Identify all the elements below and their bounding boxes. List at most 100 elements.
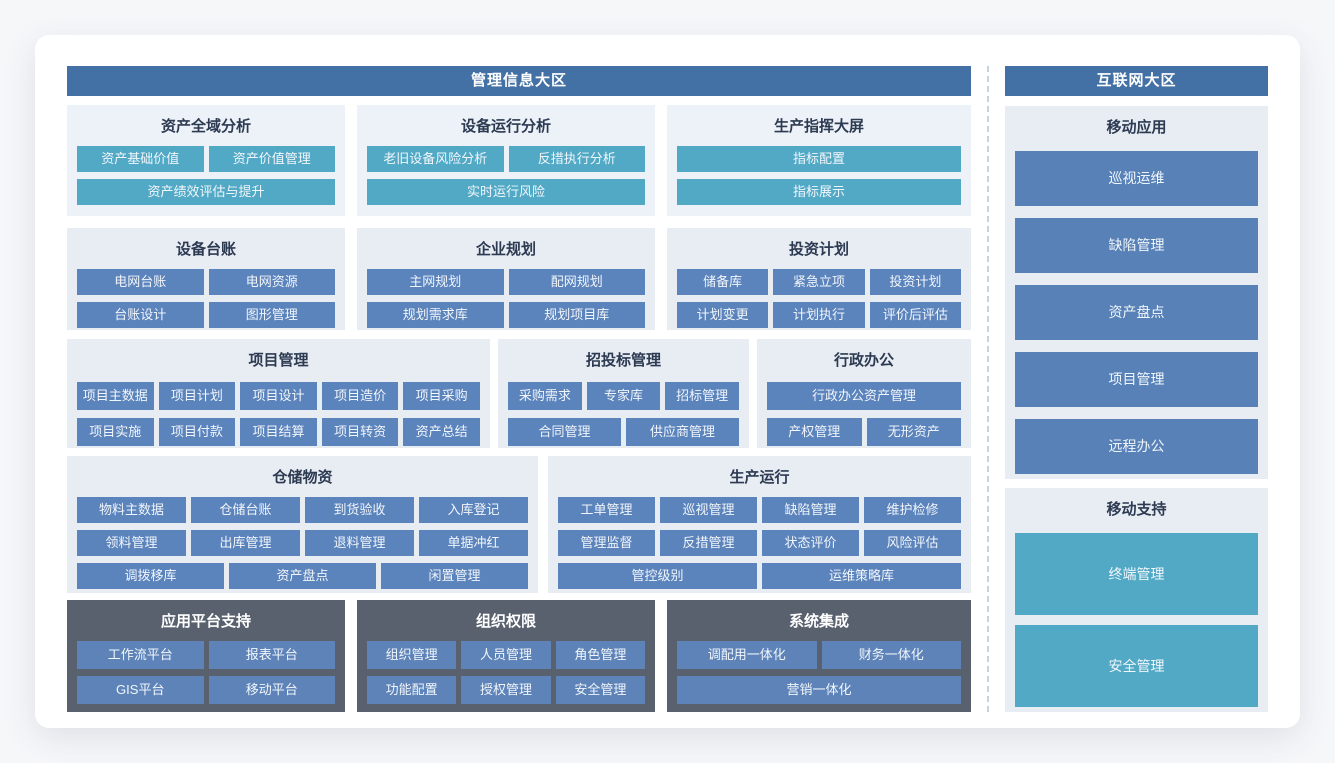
module-button[interactable]: 缺陷管理 [1015, 218, 1258, 273]
module-button[interactable]: 储备库 [677, 269, 769, 295]
module-button[interactable]: 移动平台 [208, 676, 335, 704]
module-button[interactable]: 项目计划 [158, 382, 236, 410]
button-row: 缺陷管理 [1015, 218, 1258, 273]
button-row: 行政办公资产管理 [767, 382, 961, 410]
module-button[interactable]: 项目造价 [321, 382, 399, 410]
module-button[interactable]: 图形管理 [208, 302, 335, 328]
module-button[interactable]: 管控级别 [558, 563, 757, 589]
section-title: 移动应用 [1106, 119, 1167, 136]
module-button[interactable]: 组织管理 [367, 641, 457, 669]
module-button[interactable]: 规划需求库 [367, 302, 504, 328]
module-button[interactable]: 项目设计 [240, 382, 317, 410]
module-button[interactable]: 资产价值管理 [208, 146, 335, 172]
module-button[interactable]: 配网规划 [508, 269, 645, 295]
module-button[interactable]: 出库管理 [191, 530, 300, 556]
module-button[interactable]: 项目结算 [240, 418, 317, 446]
module-button[interactable]: 招标管理 [665, 382, 740, 410]
internet-zone-header: 互联网大区 [1005, 66, 1268, 96]
button-row: 电网台账电网资源 [77, 269, 335, 295]
module-button[interactable]: 合同管理 [508, 418, 621, 446]
module-button[interactable]: 资产盘点 [1015, 285, 1258, 340]
module-button[interactable]: 采购需求 [508, 382, 582, 410]
module-button[interactable]: 巡视管理 [660, 497, 757, 523]
module-button[interactable]: 项目付款 [158, 418, 236, 446]
module-button[interactable]: 调配用一体化 [677, 641, 817, 669]
module-button[interactable]: 供应商管理 [626, 418, 739, 446]
module-button[interactable]: 授权管理 [461, 676, 551, 704]
section-title: 招投标管理 [585, 352, 661, 369]
module-button[interactable]: 功能配置 [367, 676, 457, 704]
button-row: 领料管理出库管理退料管理单据冲红 [77, 530, 528, 556]
module-button[interactable]: 老旧设备风险分析 [367, 146, 504, 172]
section-org-permissions: 组织权限组织管理人员管理角色管理功能配置授权管理安全管理 [357, 600, 655, 712]
module-button[interactable]: 仓储台账 [191, 497, 300, 523]
module-button[interactable]: 领料管理 [77, 530, 186, 556]
module-button[interactable]: 指标展示 [677, 179, 961, 205]
module-button[interactable]: 实时运行风险 [367, 179, 645, 205]
module-button[interactable]: 远程办公 [1015, 419, 1258, 474]
module-button[interactable]: 紧急立项 [773, 269, 865, 295]
module-button[interactable]: 状态评价 [762, 530, 859, 556]
module-button[interactable]: GIS平台 [77, 676, 204, 704]
module-button[interactable]: 工单管理 [558, 497, 655, 523]
module-button[interactable]: 台账设计 [77, 302, 204, 328]
module-button[interactable]: 角色管理 [555, 641, 645, 669]
module-button[interactable]: 电网资源 [208, 269, 335, 295]
module-button[interactable]: 计划执行 [773, 302, 865, 328]
module-button[interactable]: 资产盘点 [229, 563, 376, 589]
module-button[interactable]: 财务一体化 [821, 641, 961, 669]
module-button[interactable]: 规划项目库 [508, 302, 645, 328]
button-row: 台账设计图形管理 [77, 302, 335, 328]
module-button[interactable]: 无形资产 [866, 418, 961, 446]
module-button[interactable]: 风险评估 [864, 530, 961, 556]
module-button[interactable]: 电网台账 [77, 269, 204, 295]
module-button[interactable]: 运维策略库 [762, 563, 961, 589]
module-button[interactable]: 退料管理 [305, 530, 414, 556]
module-button[interactable]: 工作流平台 [77, 641, 204, 669]
module-button[interactable]: 项目主数据 [77, 382, 154, 410]
section-warehouse-materials: 仓储物资物料主数据仓储台账到货验收入库登记领料管理出库管理退料管理单据冲红调拨移… [67, 456, 538, 593]
button-row: 指标展示 [677, 179, 961, 205]
button-row: 管理监督反措管理状态评价风险评估 [558, 530, 961, 556]
module-button[interactable]: 项目实施 [77, 418, 154, 446]
module-button[interactable]: 资产绩效评估与提升 [77, 179, 335, 205]
button-row: 巡视运维 [1015, 151, 1258, 206]
module-button[interactable]: 人员管理 [461, 641, 551, 669]
module-button[interactable]: 安全管理 [1015, 625, 1258, 707]
module-button[interactable]: 巡视运维 [1015, 151, 1258, 206]
module-button[interactable]: 报表平台 [208, 641, 335, 669]
button-row: 项目管理 [1015, 352, 1258, 407]
module-button[interactable]: 项目采购 [403, 382, 480, 410]
module-button[interactable]: 到货验收 [305, 497, 414, 523]
module-button[interactable]: 指标配置 [677, 146, 961, 172]
architecture-board: 管理信息大区 资产全域分析资产基础价值资产价值管理资产绩效评估与提升 设备运行分… [35, 35, 1300, 728]
module-button[interactable]: 安全管理 [555, 676, 645, 704]
button-row: 安全管理 [1015, 625, 1258, 707]
module-button[interactable]: 管理监督 [558, 530, 655, 556]
module-button[interactable]: 项目管理 [1015, 352, 1258, 407]
module-button[interactable]: 主网规划 [367, 269, 504, 295]
module-button[interactable]: 专家库 [586, 382, 661, 410]
section-bidding-management: 招投标管理采购需求专家库招标管理合同管理供应商管理 [498, 339, 749, 448]
module-button[interactable]: 行政办公资产管理 [767, 382, 961, 410]
module-button[interactable]: 缺陷管理 [762, 497, 859, 523]
module-button[interactable]: 单据冲红 [419, 530, 528, 556]
module-button[interactable]: 评价后评估 [869, 302, 961, 328]
module-button[interactable]: 产权管理 [767, 418, 862, 446]
module-button[interactable]: 终端管理 [1015, 533, 1258, 615]
module-button[interactable]: 反措管理 [660, 530, 757, 556]
module-button[interactable]: 资产总结 [403, 418, 480, 446]
module-button[interactable]: 维护检修 [864, 497, 961, 523]
module-button[interactable]: 调拨移库 [77, 563, 224, 589]
module-button[interactable]: 闲置管理 [381, 563, 528, 589]
module-button[interactable]: 计划变更 [677, 302, 769, 328]
module-button[interactable]: 营销一体化 [677, 676, 961, 704]
module-button[interactable]: 资产基础价值 [77, 146, 204, 172]
module-button[interactable]: 项目转资 [321, 418, 399, 446]
button-row: 项目主数据项目计划项目设计项目造价项目采购 [77, 382, 480, 410]
module-button[interactable]: 反措执行分析 [508, 146, 645, 172]
button-row: 实时运行风险 [367, 179, 645, 205]
module-button[interactable]: 物料主数据 [77, 497, 186, 523]
module-button[interactable]: 入库登记 [419, 497, 528, 523]
module-button[interactable]: 投资计划 [869, 269, 961, 295]
